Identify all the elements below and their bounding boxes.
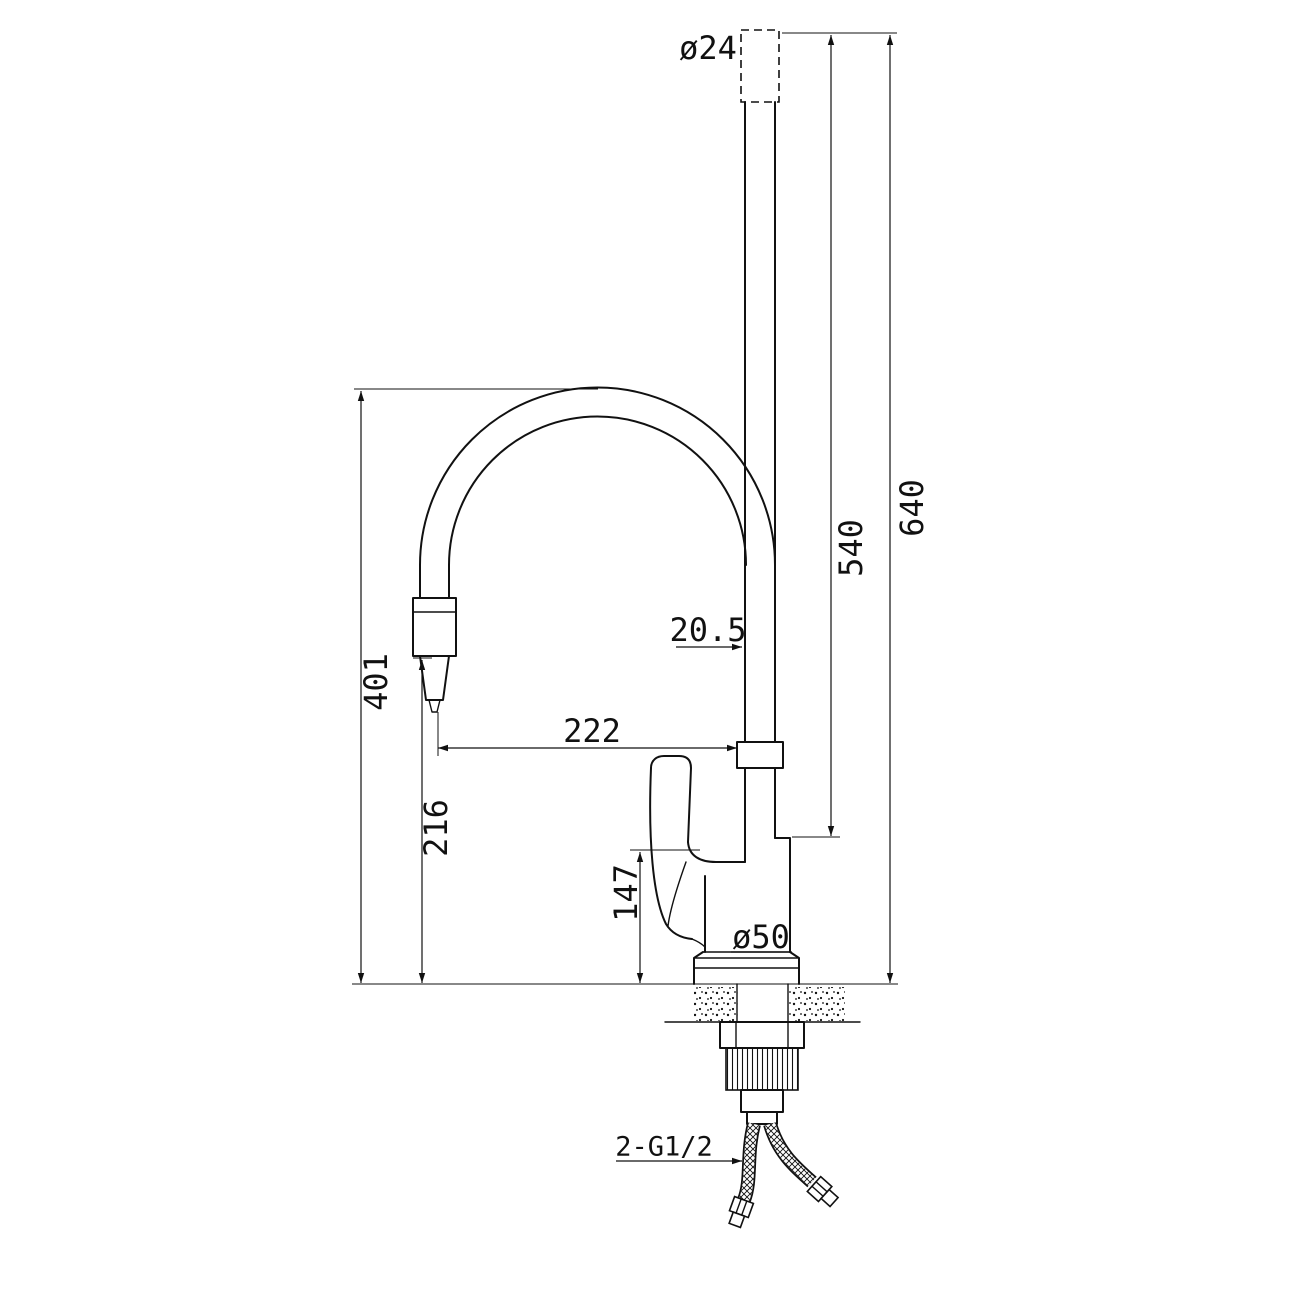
counter-deck — [664, 983, 861, 1023]
dim-label-216: 216 — [417, 799, 455, 857]
dim-label-2-g12: 2-G1/2 — [615, 1132, 713, 1163]
faucet-outline — [412, 29, 861, 1229]
dim-reach: 222 — [437, 712, 737, 756]
dim-pipe-diameter: 20.5 — [669, 611, 747, 651]
dim-label-147: 147 — [607, 864, 645, 922]
dim-label-640: 640 — [893, 479, 931, 537]
dim-label-o50: ø50 — [732, 918, 790, 956]
dim-arc-height: 401 — [357, 391, 395, 983]
mounting-hardware — [719, 1021, 805, 1125]
dim-label-222: 222 — [563, 712, 621, 750]
riser-collar — [736, 741, 784, 769]
dim-head-diameter: ø24 — [679, 29, 737, 67]
dim-base-diameter: ø50 — [731, 918, 792, 956]
dimensions: 640 540 401 216 147 222 — [352, 29, 931, 1165]
gooseneck-arc — [419, 386, 776, 599]
spray-head — [412, 597, 457, 713]
hose-fitting-right — [806, 1175, 840, 1208]
base-flange — [693, 951, 800, 985]
dim-label-o24: ø24 — [679, 29, 737, 67]
phantom-head — [740, 29, 780, 103]
dim-label-540: 540 — [832, 519, 870, 577]
supply-hoses — [728, 1121, 840, 1229]
dim-label-401: 401 — [357, 653, 395, 711]
dim-label-20_5: 20.5 — [669, 611, 746, 649]
hose-fitting-left — [728, 1195, 755, 1229]
dim-overall-height: 640 — [886, 35, 931, 983]
dim-hose-thread: 2-G1/2 — [615, 1132, 742, 1165]
knurled-nut — [725, 1047, 799, 1091]
handle-lever — [649, 755, 706, 948]
riser-pipe — [744, 101, 776, 863]
dim-spout-height: 540 — [827, 35, 870, 836]
dim-spray-height: 216 — [413, 657, 455, 983]
dim-body-height: 147 — [607, 849, 700, 983]
